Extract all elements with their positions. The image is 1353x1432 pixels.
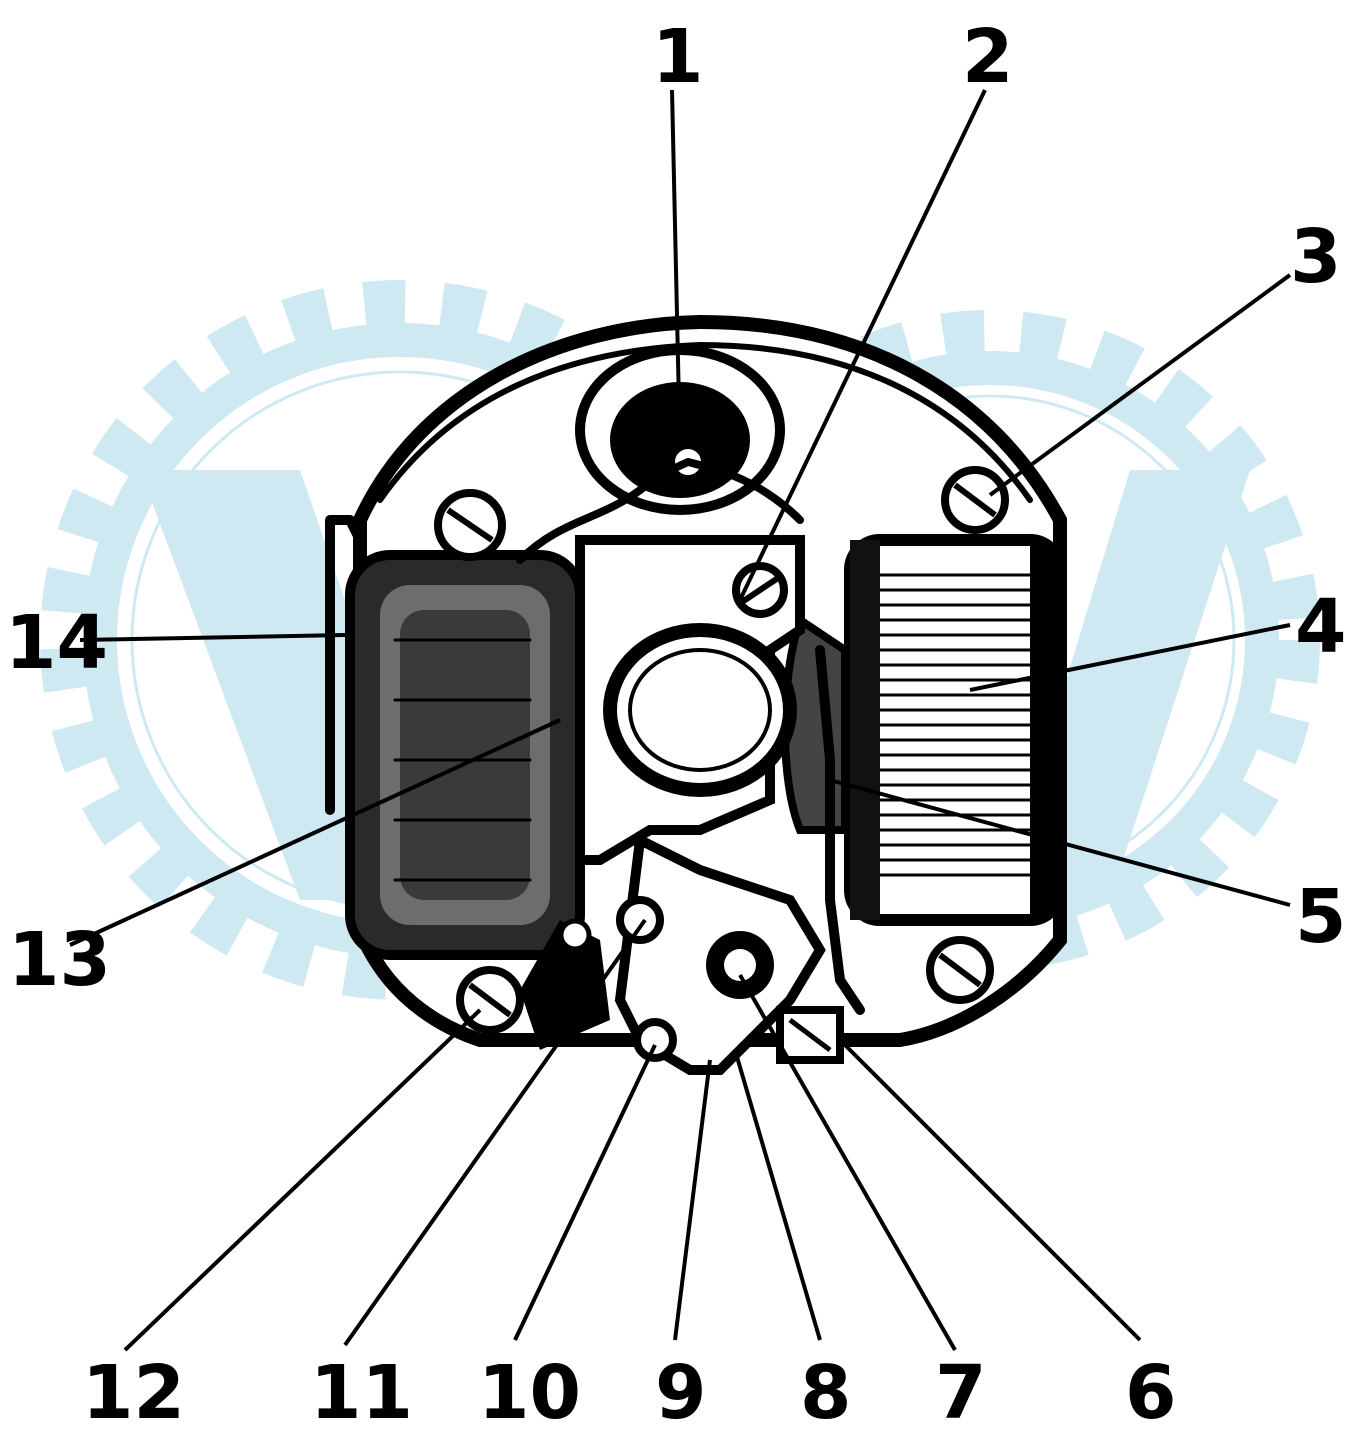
callout-label-1: 1 [652, 14, 704, 100]
callout-labels: 1 2 3 4 5 6 7 8 9 10 11 12 13 14 [5, 14, 1347, 1432]
right-coil [844, 534, 1066, 926]
screw-top-right [941, 466, 1009, 534]
callout-label-5: 5 [1295, 874, 1347, 960]
callout-label-8: 8 [800, 1350, 852, 1432]
callout-label-11: 11 [310, 1350, 413, 1432]
ignition-baseplate-drawing [325, 314, 1067, 1075]
callout-label-2: 2 [962, 14, 1014, 100]
callout-label-9: 9 [655, 1350, 707, 1432]
leader-2 [738, 89, 987, 601]
callout-label-12: 12 [82, 1350, 185, 1432]
leader-1 [670, 89, 682, 451]
leader-lines [69, 89, 1292, 1352]
callout-label-3: 3 [1290, 214, 1342, 300]
leader-8 [733, 1049, 822, 1341]
leader-5 [829, 778, 1291, 907]
leader-14 [79, 633, 346, 642]
leader-6 [838, 1038, 1142, 1342]
screw-bottom-right [926, 936, 994, 1004]
callout-label-10: 10 [478, 1350, 581, 1432]
leader-9 [673, 1059, 712, 1341]
leader-7 [738, 974, 957, 1351]
callout-label-7: 7 [935, 1350, 987, 1432]
leader-3 [988, 273, 1292, 497]
callout-label-14: 14 [5, 600, 108, 686]
contact-breaker [520, 645, 865, 1075]
leader-4 [969, 623, 1291, 692]
leader-11 [343, 918, 647, 1347]
leader-12 [123, 1008, 482, 1352]
callout-label-13: 13 [8, 917, 111, 1003]
leader-13 [69, 718, 561, 947]
callout-label-4: 4 [1295, 584, 1347, 670]
screw-top-left [434, 489, 506, 561]
left-coil [345, 550, 585, 960]
callout-label-6: 6 [1125, 1350, 1177, 1432]
leader-10 [513, 1044, 657, 1341]
screw-center [732, 562, 788, 618]
